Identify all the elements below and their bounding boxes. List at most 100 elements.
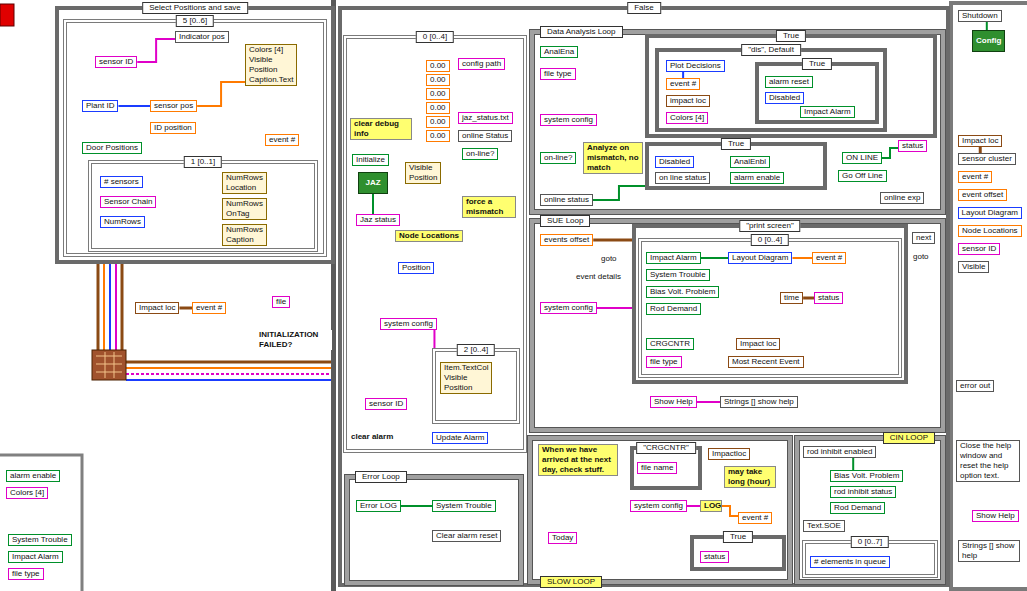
- node-text: impact loc: [670, 96, 706, 106]
- wire: [433, 330, 435, 348]
- case-structure: Truealarm resetDisabledImpact Alarm: [755, 62, 879, 124]
- node-text: Impact Alarm: [650, 253, 697, 263]
- string-wire: [115, 264, 117, 350]
- node-text: System Trouble: [650, 270, 706, 280]
- frame-label-box: Select Positions and save: [142, 2, 248, 14]
- while-loop: Data Analysis LoopAnalEnafile typesystem…: [530, 30, 945, 214]
- node-text: LOG: [704, 501, 718, 511]
- frame-label-box: 0 [0..4]: [751, 234, 789, 246]
- node-text: sensor ID: [369, 399, 403, 409]
- numeric-terminal: event #: [812, 252, 846, 264]
- node-text: Shutdown: [962, 11, 998, 21]
- node-text: Error LOG: [360, 501, 397, 511]
- boolean-terminal: alarm reset: [765, 76, 813, 88]
- node-text: Position: [444, 383, 488, 393]
- node-text: force a mismatch: [466, 197, 512, 217]
- cluster-wire: [97, 264, 100, 350]
- label-box: Clear alarm reset: [432, 530, 501, 542]
- node-text: system config: [544, 303, 593, 313]
- cluster-terminal: Most Recent Event: [728, 356, 804, 368]
- node-text: Colors [4]: [10, 488, 44, 498]
- node-text: Plot Decisions: [670, 61, 721, 71]
- numeric-terminal: events offset: [540, 234, 593, 246]
- node-text: system config: [634, 501, 683, 511]
- node-text: event #: [742, 513, 768, 523]
- while-loop: Error LoopError LOGSystem TroubleClear a…: [345, 475, 523, 585]
- numeric-terminal: 0.00: [426, 60, 450, 72]
- node-text: Item.TextCol: [444, 363, 488, 373]
- string-terminal: file type: [646, 356, 682, 368]
- numeric-terminal: event #: [738, 512, 772, 524]
- frame-label-box: True: [776, 30, 806, 42]
- node-text: event #: [962, 172, 988, 182]
- numeric-wire: [126, 367, 331, 369]
- node-text: Plant ID: [86, 101, 114, 111]
- node-text: status: [902, 141, 923, 151]
- numeric-terminal: 0.00: [426, 130, 450, 142]
- node-text: ON LINE: [846, 153, 878, 163]
- node-text: System Trouble: [12, 535, 68, 545]
- node-text: system config: [384, 319, 433, 329]
- node-text: event #: [196, 303, 222, 313]
- frame-label: 1 [0..1]: [191, 157, 215, 166]
- node-text: error out: [960, 381, 990, 391]
- label-box: Shutdown: [958, 10, 1002, 22]
- string-terminal: Show Help: [972, 510, 1019, 522]
- frame-label-box: 0 [0..4]: [416, 31, 454, 43]
- frame-label-box: 0 [0..7]: [851, 536, 889, 548]
- node-text: clear alarm: [351, 432, 393, 442]
- integer-terminal: Update Alarm: [432, 432, 488, 444]
- node-text: Rod Demand: [834, 503, 881, 513]
- node-text: Caption.Text: [249, 75, 293, 85]
- boolean-terminal: on-line?: [462, 148, 498, 160]
- while-loop: CIN LOOProd inhibit enabledBias Volt. Pr…: [795, 436, 945, 584]
- wire: [401, 505, 432, 507]
- sequence-structure: 2 [0..4]Item.TextColVisiblePosition: [432, 348, 520, 424]
- node-text: Node Locations: [962, 226, 1018, 236]
- string-terminal: config path: [458, 58, 505, 70]
- node-text: # elements in queue: [814, 557, 886, 567]
- comment-note: When we have arrived at the next day, ch…: [538, 444, 618, 476]
- node-text: NumRows: [104, 217, 141, 227]
- node-text: Show Help: [976, 511, 1015, 521]
- frame-label: False: [634, 3, 654, 12]
- boolean-terminal: Bias Volt. Problem: [830, 470, 903, 482]
- node-text: ID position: [154, 123, 192, 133]
- node-text: Impactloc: [712, 449, 746, 459]
- boolean-terminal: Impact Alarm: [646, 252, 701, 264]
- boolean-terminal: AnalEna: [540, 46, 578, 58]
- frame-label-box: 1 [0..1]: [184, 156, 222, 168]
- string-terminal: Show Help: [650, 396, 697, 408]
- integer-wire: [109, 264, 111, 350]
- wire: [697, 401, 720, 403]
- property-node: Colors [4]VisiblePositionCaption.Text: [245, 44, 297, 86]
- node-text: OnTag: [226, 209, 263, 219]
- frame-label: Select Positions and save: [149, 3, 241, 12]
- free-label: clear alarm: [348, 432, 396, 442]
- node-text: Colors [4]: [249, 45, 293, 55]
- node-text: Config: [976, 31, 1001, 50]
- frame-label: 0 [0..4]: [423, 32, 447, 41]
- frame-label: True: [783, 31, 799, 40]
- integer-terminal: Plant ID: [82, 100, 118, 112]
- sequence-structure: 0 [0..4]Impact AlarmSystem TroubleBias V…: [638, 238, 902, 378]
- string-terminal: Colors [4]: [666, 112, 708, 124]
- node-text: Impact loc: [139, 303, 175, 313]
- free-label: goto: [912, 252, 930, 262]
- node-text: JAZ: [362, 173, 384, 192]
- wire: [197, 82, 245, 106]
- wire: [593, 186, 645, 200]
- node-text: 0.00: [430, 89, 446, 99]
- sequence-structure: 0 [0..7]# elements in queue: [802, 540, 938, 578]
- node-text: NumRows: [226, 199, 263, 209]
- wire: [852, 458, 854, 470]
- node-text: jaz_status.txt: [462, 113, 509, 123]
- frame-label: 5 [0..6]: [183, 16, 207, 25]
- node-text: Strings [] show help: [724, 397, 794, 407]
- label-box: next: [912, 232, 935, 244]
- node-text: Today: [552, 533, 573, 543]
- numeric-terminal: 0.00: [426, 102, 450, 114]
- string-terminal: status: [898, 140, 927, 152]
- case-structure: True"dis", DefaultPlot Decisionsevent #i…: [645, 34, 937, 138]
- string-terminal: file name: [637, 462, 677, 474]
